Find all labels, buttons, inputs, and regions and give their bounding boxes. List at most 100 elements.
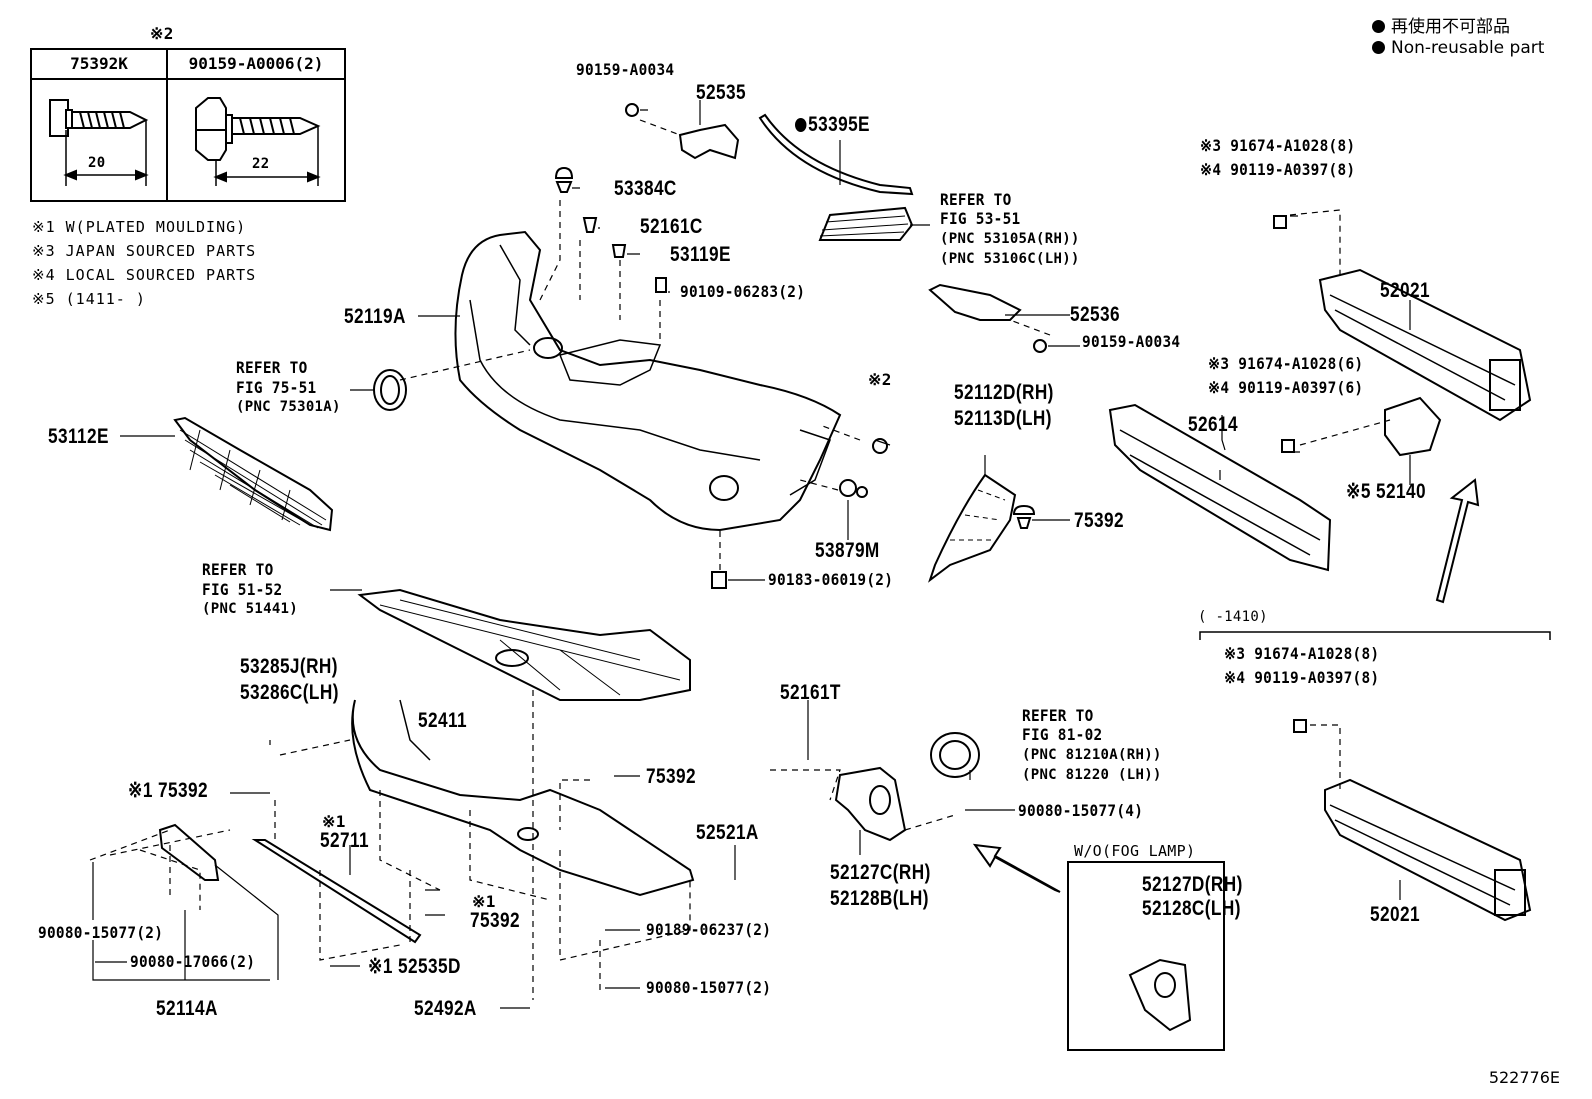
bumper-reinforcement — [1318, 268, 1532, 422]
part-number: 53395E — [808, 113, 870, 136]
legend-english: Non-reusable part — [1372, 38, 1544, 58]
legend-japanese: 再使用不可部品 — [1372, 12, 1510, 37]
note-3: ※3 JAPAN SOURCED PARTS — [32, 242, 257, 260]
refer-text: (PNC 53106C(LH)) — [940, 251, 1080, 267]
part-label: 52614 — [1188, 413, 1238, 436]
table-divider — [166, 78, 168, 202]
non-reusable-dot-icon — [1372, 20, 1385, 33]
part-label: 52128B(LH) — [830, 887, 929, 910]
without-fog-lamp-box — [1067, 861, 1225, 1051]
refer-text: FIG 81-02 — [1022, 725, 1103, 744]
part-label: 52161T — [780, 681, 841, 704]
marker-label: ※2 — [868, 370, 892, 389]
part-label: 52127D(RH) — [1142, 873, 1243, 896]
part-label: 52021 — [1370, 903, 1420, 926]
part-label: 90080-15077(2) — [646, 978, 772, 997]
table-marker: ※2 — [150, 24, 174, 43]
part-label: ※5 52140 — [1346, 480, 1426, 503]
fog-cover — [1128, 958, 1192, 1032]
part-label: 75392 — [646, 765, 696, 788]
part-label: 52128C(LH) — [1142, 897, 1241, 920]
fastener-table: 75392K 90159-A0006(2) — [30, 48, 346, 202]
part-label: ※4 90119-A0397(8) — [1224, 668, 1380, 687]
refer-text: FIG 53-51 — [940, 209, 1021, 228]
part-label: 52114A — [156, 997, 218, 1020]
front-bumper-cover — [454, 230, 842, 532]
refer-text: REFER TO — [202, 560, 274, 579]
part-label: 52411 — [418, 709, 467, 732]
part-label: 90080-15077(4) — [1018, 801, 1144, 820]
part-label: 75392 — [1074, 509, 1124, 532]
engine-undercover — [357, 588, 691, 701]
moulding-strip — [758, 113, 914, 196]
part-label: ※4 90119-A0397(8) — [1200, 160, 1356, 179]
license-bracket — [158, 823, 220, 881]
part-label: 52161C — [640, 215, 703, 238]
arrow-icon — [972, 843, 1061, 893]
fender-liner — [928, 473, 1017, 583]
part-label: ※3 91674-A1028(6) — [1208, 354, 1364, 373]
bracket-52140 — [1384, 396, 1442, 457]
part-label: 90109-06283(2) — [680, 282, 806, 301]
clip-icon — [554, 103, 1307, 733]
refer-text: (PNC 75301A) — [236, 399, 341, 415]
note-1: ※1 W(PLATED MOULDING) — [32, 218, 247, 236]
lower-grille — [173, 416, 334, 532]
part-label: ※1 52535D — [368, 955, 461, 978]
marker-label: ※1 — [472, 892, 496, 911]
part-label-non-reusable: 53395E — [795, 114, 870, 135]
part-label: 52535 — [696, 81, 746, 104]
legend-japanese-text: 再使用不可部品 — [1391, 17, 1510, 37]
part-label: 52113D(LH) — [954, 407, 1052, 430]
refer-text: REFER TO — [1022, 706, 1094, 725]
emblem — [373, 369, 407, 411]
note-4: ※4 LOCAL SOURCED PARTS — [32, 266, 257, 284]
refer-text: (PNC 81210A(RH)) — [1022, 747, 1162, 763]
refer-text: (PNC 51441) — [202, 601, 299, 617]
part-label: 53286C(LH) — [240, 681, 339, 704]
part-label: 52536 — [1070, 303, 1120, 326]
part-label: 90159-A0034 — [576, 60, 675, 79]
table-dim-col2: 22 — [252, 156, 270, 172]
fog-lamp — [930, 732, 980, 778]
part-label: 52112D(RH) — [954, 381, 1054, 404]
table-header-col1: 75392K — [32, 50, 168, 80]
screw-icon — [195, 97, 321, 186]
illustration-id: 522776E — [1488, 1068, 1560, 1087]
part-label: 75392 — [470, 909, 520, 932]
table-header-col2: 90159-A0006(2) — [168, 50, 344, 80]
refer-text: REFER TO — [940, 190, 1012, 209]
bracket-52535 — [678, 123, 740, 160]
leader-lines — [92, 100, 1411, 1009]
part-label: ※1 75392 — [128, 779, 208, 802]
arrow-icon — [1435, 478, 1480, 604]
energy-absorber — [1108, 403, 1332, 572]
part-label: 53112E — [48, 425, 109, 448]
non-reusable-dot-icon — [1372, 41, 1385, 54]
part-label: 90159-A0034 — [1082, 332, 1181, 351]
part-label: 52119A — [344, 305, 406, 328]
refer-text: FIG 75-51 — [236, 378, 317, 397]
part-label: ※3 91674-A1028(8) — [1200, 136, 1356, 155]
marker-label: ※1 — [322, 812, 346, 831]
legend-english-text: Non-reusable part — [1391, 38, 1545, 58]
part-label: 52521A — [696, 821, 759, 844]
refer-text: (PNC 53105A(RH)) — [940, 231, 1080, 247]
part-label: 90189-06237(2) — [646, 920, 772, 939]
non-reusable-dot-icon — [795, 118, 807, 132]
screw-icon — [49, 99, 149, 186]
refer-text: (PNC 81220 (LH)) — [1022, 767, 1162, 783]
part-label: 90080-15077(2) — [38, 923, 164, 942]
part-label: 52021 — [1380, 279, 1430, 302]
lower-moulding-strip — [251, 839, 422, 944]
refer-text: REFER TO — [236, 358, 308, 377]
fog-bracket — [834, 766, 907, 842]
range-label: ( -1410) — [1198, 609, 1268, 625]
table-dim-col1: 20 — [88, 155, 106, 171]
part-label: 53384C — [614, 177, 677, 200]
lower-bumper — [351, 699, 695, 897]
part-label: 90080-17066(2) — [130, 952, 256, 971]
part-label: 53119E — [670, 243, 731, 266]
wo-fog-label: W/O(FOG LAMP) — [1074, 842, 1196, 860]
